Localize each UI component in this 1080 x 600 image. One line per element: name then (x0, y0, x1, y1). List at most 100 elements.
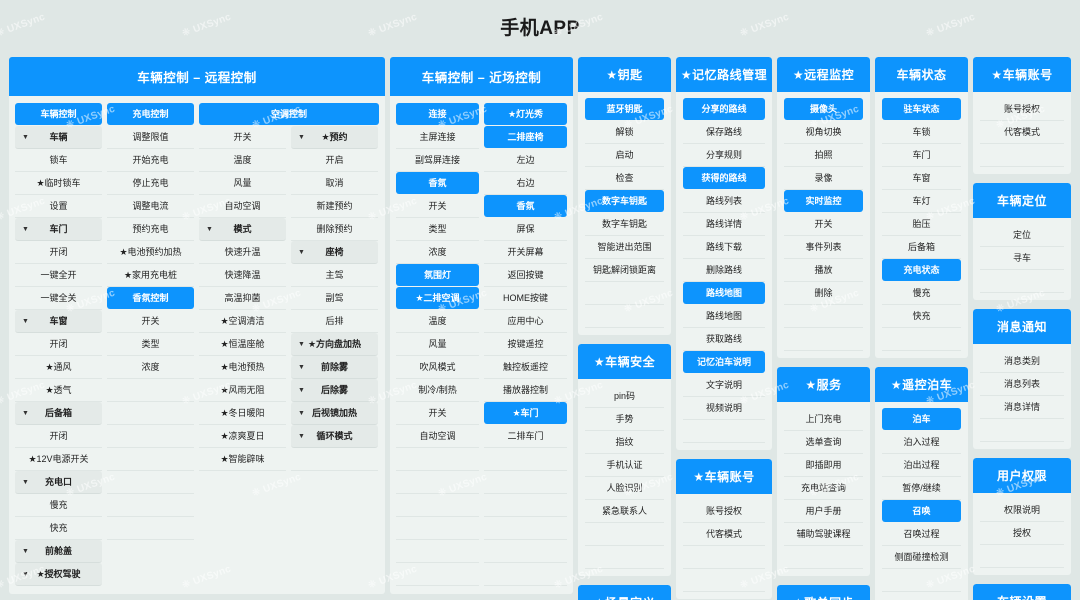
menu-item-空调清洁[interactable]: ★空调清洁 (199, 310, 286, 333)
menu-item-开闭[interactable]: 开闭 (15, 241, 102, 264)
menu-item-指纹[interactable]: 指纹 (585, 431, 664, 454)
menu-item-权限说明[interactable]: 权限说明 (980, 499, 1064, 522)
group-row-充电口[interactable]: ▼充电口 (15, 471, 102, 494)
menu-item-预约充电[interactable]: 预约充电 (107, 218, 194, 241)
group-row-座椅[interactable]: ▼座椅 (291, 241, 378, 264)
section-header-充电控制[interactable]: 充电控制 (107, 103, 194, 125)
menu-item-风量[interactable]: 风量 (396, 333, 479, 356)
section-header-召唤[interactable]: 召唤 (882, 500, 961, 522)
menu-item-浓度[interactable]: 浓度 (396, 241, 479, 264)
menu-item-分享规则[interactable]: 分享规则 (683, 144, 765, 167)
menu-item-路线地图[interactable]: 路线地图 (683, 305, 765, 328)
section-header-连接[interactable]: 连接 (396, 103, 479, 125)
menu-item-通风[interactable]: ★通风 (15, 356, 102, 379)
menu-item-用户手册[interactable]: 用户手册 (784, 500, 863, 523)
menu-item-即插即用[interactable]: 即插即用 (784, 454, 863, 477)
menu-item-快充[interactable]: 快充 (882, 305, 961, 328)
group-row-循环模式[interactable]: ▼循环模式 (291, 425, 378, 448)
menu-item-温度[interactable]: 温度 (199, 149, 286, 172)
menu-item-新建预约[interactable]: 新建预约 (291, 195, 378, 218)
menu-item-开闭[interactable]: 开闭 (15, 425, 102, 448)
menu-item-副驾[interactable]: 副驾 (291, 287, 378, 310)
menu-item-侧面碰撞检测[interactable]: 侧面碰撞检测 (882, 546, 961, 569)
menu-item-调整限值[interactable]: 调整限值 (107, 126, 194, 149)
group-row-后备箱[interactable]: ▼后备箱 (15, 402, 102, 425)
menu-item-选单查询[interactable]: 选单查询 (784, 431, 863, 454)
menu-item-制冷-制热[interactable]: 制冷/制热 (396, 379, 479, 402)
group-row-前除雾[interactable]: ▼前除雾 (291, 356, 378, 379)
section-header-二排座椅[interactable]: 二排座椅 (484, 126, 567, 148)
menu-item-高温抑菌[interactable]: 高温抑菌 (199, 287, 286, 310)
menu-item-视角切换[interactable]: 视角切换 (784, 121, 863, 144)
menu-item-开关[interactable]: 开关 (199, 126, 286, 149)
menu-item-检查[interactable]: 检查 (585, 167, 664, 190)
menu-item-授权[interactable]: 授权 (980, 522, 1064, 545)
menu-item-pin码[interactable]: pin码 (585, 385, 664, 408)
menu-item-事件列表[interactable]: 事件列表 (784, 236, 863, 259)
menu-item-透气[interactable]: ★透气 (15, 379, 102, 402)
section-header-香氛[interactable]: 香氛 (396, 172, 479, 194)
menu-item-电池预热[interactable]: ★电池预热 (199, 356, 286, 379)
menu-item-车灯[interactable]: 车灯 (882, 190, 961, 213)
menu-item-消息列表[interactable]: 消息列表 (980, 373, 1064, 396)
menu-item-快速降温[interactable]: 快速降温 (199, 264, 286, 287)
group-row-模式[interactable]: ▼模式 (199, 218, 286, 241)
menu-item-一键全开[interactable]: 一键全开 (15, 264, 102, 287)
menu-item-账号授权[interactable]: 账号授权 (683, 500, 765, 523)
menu-item-开关[interactable]: 开关 (396, 402, 479, 425)
menu-item-风雨无阻[interactable]: ★风雨无阻 (199, 379, 286, 402)
menu-item-温度[interactable]: 温度 (396, 310, 479, 333)
menu-item-手机认证[interactable]: 手机认证 (585, 454, 664, 477)
menu-item-锁车[interactable]: 锁车 (15, 149, 102, 172)
menu-item-车锁[interactable]: 车锁 (882, 121, 961, 144)
menu-item-一键全关[interactable]: 一键全关 (15, 287, 102, 310)
menu-item-智能辟味[interactable]: ★智能辟味 (199, 448, 286, 471)
section-header-蓝牙钥匙[interactable]: 蓝牙钥匙 (585, 98, 664, 120)
menu-item-紧急联系人[interactable]: 紧急联系人 (585, 500, 664, 523)
menu-item-消息详情[interactable]: 消息详情 (980, 396, 1064, 419)
section-header-车门[interactable]: ★车门 (484, 402, 567, 424)
group-row-后视镜加热[interactable]: ▼后视镜加热 (291, 402, 378, 425)
menu-item-临时锁车[interactable]: ★临时锁车 (15, 172, 102, 195)
menu-item-路线列表[interactable]: 路线列表 (683, 190, 765, 213)
menu-item-开关[interactable]: 开关 (107, 310, 194, 333)
menu-item-车窗[interactable]: 车窗 (882, 167, 961, 190)
section-header-摄像头[interactable]: 摄像头 (784, 98, 863, 120)
menu-item-定位[interactable]: 定位 (980, 224, 1064, 247)
menu-item-慢充[interactable]: 慢充 (882, 282, 961, 305)
menu-item-获取路线[interactable]: 获取路线 (683, 328, 765, 351)
menu-item-恒温座舱[interactable]: ★恒温座舱 (199, 333, 286, 356)
section-header-泊车[interactable]: 泊车 (882, 408, 961, 430)
menu-item-人脸识别[interactable]: 人脸识别 (585, 477, 664, 500)
menu-item-胎压[interactable]: 胎压 (882, 213, 961, 236)
menu-item-浓度[interactable]: 浓度 (107, 356, 194, 379)
menu-item-左边[interactable]: 左边 (484, 149, 567, 172)
menu-item-主屏连接[interactable]: 主屏连接 (396, 126, 479, 149)
menu-item-右边[interactable]: 右边 (484, 172, 567, 195)
group-row-车辆[interactable]: ▼车辆 (15, 126, 102, 149)
menu-item-快速升温[interactable]: 快速升温 (199, 241, 286, 264)
menu-item-账号授权[interactable]: 账号授权 (980, 98, 1064, 121)
section-header-香氛[interactable]: 香氛 (484, 195, 567, 217)
menu-item-数字车钥匙[interactable]: 数字车钥匙 (585, 213, 664, 236)
section-header-获得的路线[interactable]: 获得的路线 (683, 167, 765, 189)
menu-item-删除预约[interactable]: 删除预约 (291, 218, 378, 241)
menu-item-类型[interactable]: 类型 (107, 333, 194, 356)
menu-item-凉爽夏日[interactable]: ★凉爽夏日 (199, 425, 286, 448)
menu-item-录像[interactable]: 录像 (784, 167, 863, 190)
menu-item-类型[interactable]: 类型 (396, 218, 479, 241)
menu-item-播放[interactable]: 播放 (784, 259, 863, 282)
section-header-分享的路线[interactable]: 分享的路线 (683, 98, 765, 120)
menu-item-视频说明[interactable]: 视频说明 (683, 397, 765, 420)
menu-item-文字说明[interactable]: 文字说明 (683, 374, 765, 397)
menu-item-开闭[interactable]: 开闭 (15, 333, 102, 356)
menu-item-开关[interactable]: 开关 (784, 213, 863, 236)
menu-item-路线详情[interactable]: 路线详情 (683, 213, 765, 236)
menu-item-钥匙解闭锁距离[interactable]: 钥匙解闭锁距离 (585, 259, 664, 282)
menu-item-开关屏幕[interactable]: 开关屏幕 (484, 241, 567, 264)
group-row-前舱盖[interactable]: ▼前舱盖 (15, 540, 102, 563)
section-header-驻车状态[interactable]: 驻车状态 (882, 98, 961, 120)
group-row-后除雾[interactable]: ▼后除雾 (291, 379, 378, 402)
section-header-空调控制[interactable]: 空调控制 (199, 103, 379, 125)
group-row-车窗[interactable]: ▼车窗 (15, 310, 102, 333)
